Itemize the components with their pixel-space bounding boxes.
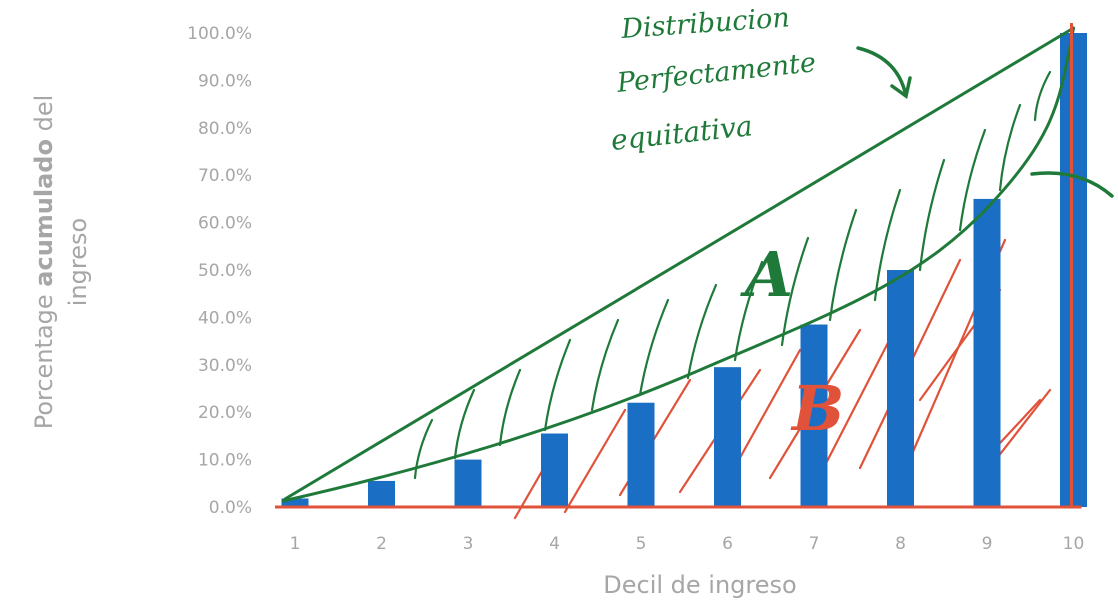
annotation-overlay	[275, 23, 1082, 509]
y-tick-label: 80.0%	[198, 119, 252, 139]
hatch-stroke-green	[828, 208, 858, 322]
y-tick-label: 10.0%	[198, 451, 252, 471]
hatch-stroke-red	[563, 408, 627, 514]
annotation-line-3: equitativa	[609, 109, 754, 157]
annotation-line-2: Perfectamente	[614, 47, 817, 99]
hatch-stroke-green	[498, 368, 522, 447]
bar	[627, 402, 655, 507]
y-tick-label: 40.0%	[198, 308, 252, 328]
bar	[973, 198, 1001, 507]
hatch-stroke-green	[1033, 70, 1052, 122]
y-axis-ticks: 0.0% 10.0% 20.0% 30.0% 40.0% 50.0% 60.0% 70.0% 8…	[187, 24, 252, 518]
x-tick-label: 10	[1063, 534, 1085, 554]
bar	[1060, 33, 1087, 507]
hatch-stroke-green	[918, 158, 946, 272]
area-a-hatching	[413, 70, 1052, 480]
x-tick-label: 1	[290, 534, 301, 554]
bar	[887, 270, 914, 507]
x-tick-label: 4	[549, 534, 560, 554]
area-a-label: A	[740, 238, 793, 311]
bar	[541, 433, 568, 507]
y-tick-label: 60.0%	[198, 214, 252, 234]
y-tick-label: 20.0%	[198, 403, 252, 423]
bar	[454, 459, 482, 507]
y-axis-title: Porcentage acumulado del ingreso	[30, 95, 92, 430]
bar	[800, 324, 828, 507]
x-axis-title: Decil de ingreso	[603, 571, 796, 599]
y-axis-title-prefix: Porcentage	[30, 287, 58, 430]
hatch-stroke-green	[638, 298, 670, 397]
y-axis-title-suffix: del	[30, 95, 58, 139]
y-tick-label: 0.0%	[209, 498, 252, 518]
x-tick-label: 7	[809, 534, 820, 554]
x-axis-ticks: 1 2 3 4 5 6 7 8 9 10	[290, 534, 1085, 554]
y-tick-label: 90.0%	[198, 71, 252, 91]
x-tick-label: 8	[895, 534, 906, 554]
hatch-stroke-green	[543, 338, 572, 432]
x-tick-label: 3	[463, 534, 474, 554]
x-tick-label: 9	[982, 534, 993, 554]
bar-series	[281, 33, 1087, 507]
y-tick-label: 50.0%	[198, 261, 252, 281]
equality-line	[283, 26, 1075, 501]
y-axis-title-line2: ingreso	[64, 218, 92, 306]
hatch-stroke-green	[958, 128, 987, 232]
lorenz-curve	[281, 26, 1075, 503]
area-b-label: B	[790, 372, 844, 445]
x-tick-label: 5	[636, 534, 647, 554]
hatch-stroke-green	[998, 103, 1022, 192]
x-tick-label: 2	[376, 534, 387, 554]
hatch-stroke-green	[590, 318, 620, 412]
hatch-stroke-green	[413, 418, 434, 480]
hatch-stroke-green	[453, 388, 476, 460]
y-tick-label: 100.0%	[187, 24, 252, 44]
bar	[714, 367, 741, 507]
bar	[281, 498, 309, 507]
hatch-stroke-green	[873, 188, 902, 302]
hatch-stroke-green	[686, 283, 718, 380]
y-axis-title-bold: acumulado	[30, 139, 58, 287]
annotation-arrow-2	[1030, 171, 1114, 198]
y-tick-label: 30.0%	[198, 356, 252, 376]
y-axis-title-line1: Porcentage acumulado del	[30, 95, 58, 430]
x-tick-label: 6	[722, 534, 733, 554]
bar	[368, 480, 395, 507]
hatch-stroke-green	[733, 260, 764, 362]
annotation-arrow	[856, 46, 912, 99]
y-tick-label: 70.0%	[198, 166, 252, 186]
annotation-line-1: Distribucion	[619, 2, 790, 45]
